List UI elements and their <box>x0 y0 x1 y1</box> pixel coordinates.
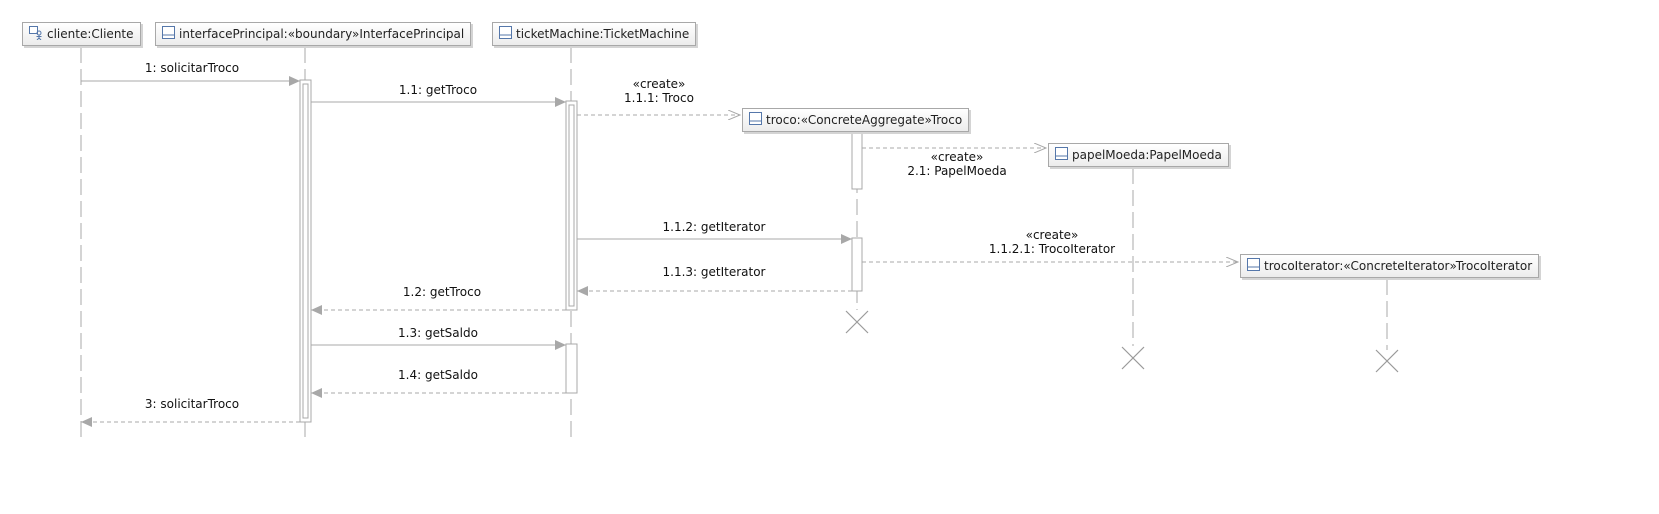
activation-bar-ticketMachine-1-inner <box>568 104 575 307</box>
message-label-1-1: 1.1: getTroco <box>398 83 478 97</box>
lifeline-ticketMachine[interactable]: ticketMachine:TicketMachine <box>492 22 697 46</box>
class-icon <box>1247 258 1260 274</box>
message-label-1-1-2-1: 1.1.2.1: TrocoIterator <box>988 242 1116 256</box>
lifeline-trocoIterator[interactable]: trocoIterator:«ConcreteIterator»TrocoIte… <box>1240 254 1540 278</box>
activation-bar-troco-1 <box>851 132 863 190</box>
message-label-1-1-3: 1.1.3: getIterator <box>662 265 766 279</box>
message-label-3: 3: solicitarTroco <box>144 397 240 411</box>
lifeline-cliente[interactable]: cliente:Cliente <box>22 22 141 46</box>
message-label-1: 1: solicitarTroco <box>144 61 240 75</box>
message-label-1-2: 1.2: getTroco <box>402 285 482 299</box>
message-stereotype-1-1-1: «create» <box>632 77 686 91</box>
lifeline-interfacePrincipal[interactable]: interfacePrincipal:«boundary»InterfacePr… <box>155 22 472 46</box>
class-icon <box>499 26 512 42</box>
message-label-2-1: 2.1: PapelMoeda <box>907 164 1007 178</box>
message-label-1-1-1: 1.1.1: Troco <box>624 91 694 105</box>
destroy-mark-trocoIterator <box>1375 349 1399 373</box>
destroy-mark-papelMoeda <box>1121 346 1145 370</box>
activation-bar-ticketMachine-2 <box>565 343 578 394</box>
destroy-mark-troco <box>845 310 869 334</box>
lifeline-label: papelMoeda:PapelMoeda <box>1072 148 1222 162</box>
message-stereotype-2-1: «create» <box>930 150 984 164</box>
activation-bar-troco-2 <box>851 237 863 292</box>
lifeline-label: cliente:Cliente <box>47 27 134 41</box>
lifeline-label: interfacePrincipal:«boundary»InterfacePr… <box>179 27 465 41</box>
lifeline-troco[interactable]: troco:«ConcreteAggregate»Troco <box>742 108 970 132</box>
activation-bar-interfacePrincipal-inner <box>302 83 309 419</box>
actor-icon <box>29 25 43 43</box>
class-icon <box>1055 147 1068 163</box>
class-icon <box>749 112 762 128</box>
message-label-1-4: 1.4: getSaldo <box>398 368 478 382</box>
lifeline-label: troco:«ConcreteAggregate»Troco <box>766 113 963 127</box>
lifeline-label: ticketMachine:TicketMachine <box>516 27 690 41</box>
class-icon <box>162 26 175 42</box>
lifeline-label: trocoIterator:«ConcreteIterator»TrocoIte… <box>1264 259 1533 273</box>
message-label-1-1-2: 1.1.2: getIterator <box>662 220 766 234</box>
message-stereotype-1-1-2-1: «create» <box>1025 228 1079 242</box>
message-label-1-3: 1.3: getSaldo <box>398 326 478 340</box>
lifeline-papelMoeda[interactable]: papelMoeda:PapelMoeda <box>1048 143 1229 167</box>
